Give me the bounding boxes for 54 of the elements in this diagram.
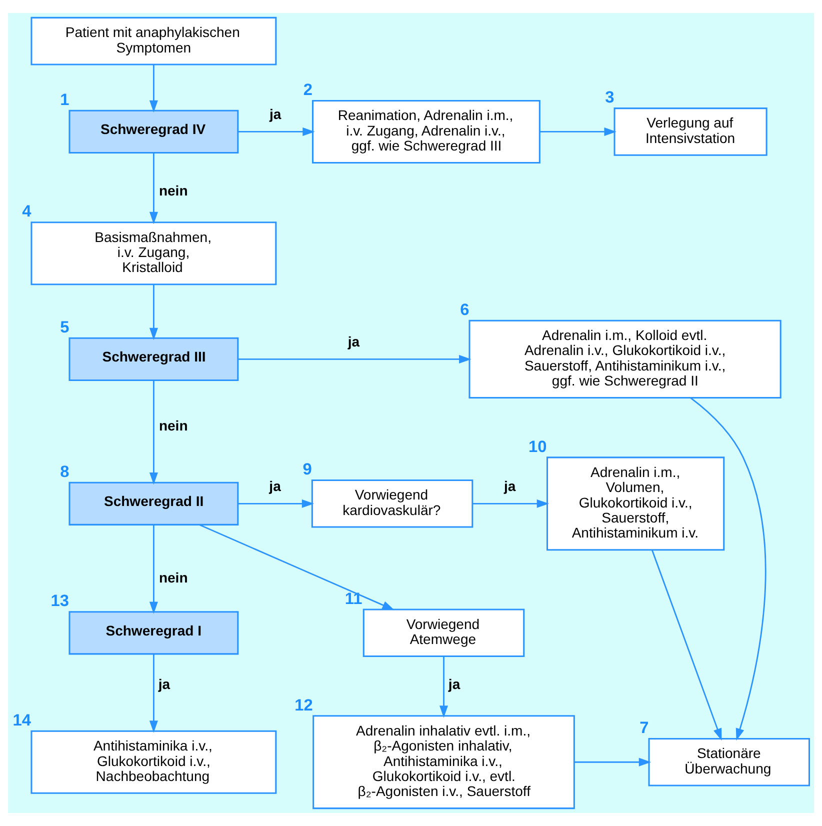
node-box: Stationäre Überwachung <box>648 738 810 786</box>
node-label: 13 <box>50 592 69 610</box>
edge-label: ja <box>158 676 170 692</box>
edge-label: ja <box>269 478 281 494</box>
arrow <box>238 127 315 136</box>
arrow <box>149 654 158 733</box>
edge-label: nein <box>158 570 188 586</box>
edge-label: nein <box>158 182 188 199</box>
arrow <box>149 64 158 112</box>
node-box: Vorwiegend Atemwege <box>362 608 525 658</box>
node-label: 3 <box>605 88 614 107</box>
arrow <box>149 284 158 340</box>
arrow <box>540 127 616 136</box>
arrow <box>149 525 158 614</box>
node-box: Reanimation, Adrenalin i.m., i.v. Zugang, Adrenalin i.v., ggf. wie Schweregrad III <box>312 100 540 164</box>
node-label: 12 <box>294 696 313 714</box>
arrow <box>149 153 158 224</box>
edge-label: ja <box>348 333 360 350</box>
arrow <box>651 550 722 741</box>
node-label: 9 <box>302 460 312 479</box>
node-box: Verlegung auf Intensivstation <box>614 108 768 156</box>
node-label: 10 <box>528 438 547 456</box>
arrow <box>199 524 394 610</box>
node-label: 11 <box>344 590 362 608</box>
edge-label: nein <box>158 418 188 434</box>
arrow <box>238 354 472 364</box>
node-label: 2 <box>303 81 313 100</box>
node-label: 1 <box>60 91 70 110</box>
node-box: Adrenalin inhalativ evtl. i.m., β₂-Agonisten inhalativ, Antihistaminika i.v., Glukokortikoid i.v., evtl. β₂-Agonisten i.v., Sauerstoff <box>312 715 575 810</box>
node-box: Adrenalin i.m., Volumen, Glukokortikoid i.v., Sauerstoff, Antihistaminikum i.v. <box>546 456 725 551</box>
node-box: Patient mit anaphylakischen Symptomen <box>30 16 277 66</box>
node-label: 7 <box>640 719 649 738</box>
node-box: Antihistaminika i.v., Glukokortikoid i.v., Nachbeobachtung <box>30 730 277 794</box>
node-label: 4 <box>22 202 32 221</box>
arrow <box>574 758 652 766</box>
node-box: Basismaßnahmen, i.v. Zugang, Kristalloid <box>30 222 277 286</box>
edge-label: ja <box>504 478 516 494</box>
arrow <box>439 656 448 718</box>
node-box: Schweregrad II <box>68 482 239 526</box>
node-box: Schweregrad I <box>68 611 239 655</box>
arrow <box>238 499 314 508</box>
arrow <box>690 397 766 741</box>
node-label: 14 <box>12 712 31 730</box>
node-label: 8 <box>60 462 70 481</box>
node-box: Vorwiegend kardiovaskulär? <box>311 480 474 528</box>
edge-label: ja <box>448 676 460 692</box>
node-box: Schweregrad III <box>68 337 239 381</box>
arrow <box>149 380 158 485</box>
node-box: Schweregrad IV <box>68 110 239 154</box>
arrow <box>472 499 550 508</box>
node-box: Adrenalin i.m., Kolloid evtl. Adrenalin i.v., Glukokortikoid i.v., Sauerstoff, Antihistaminikum i.v., ggf. wie Schweregrad II <box>468 320 782 399</box>
node-label: 5 <box>60 318 70 337</box>
node-label: 6 <box>460 300 470 319</box>
edge-label: ja <box>269 106 282 122</box>
